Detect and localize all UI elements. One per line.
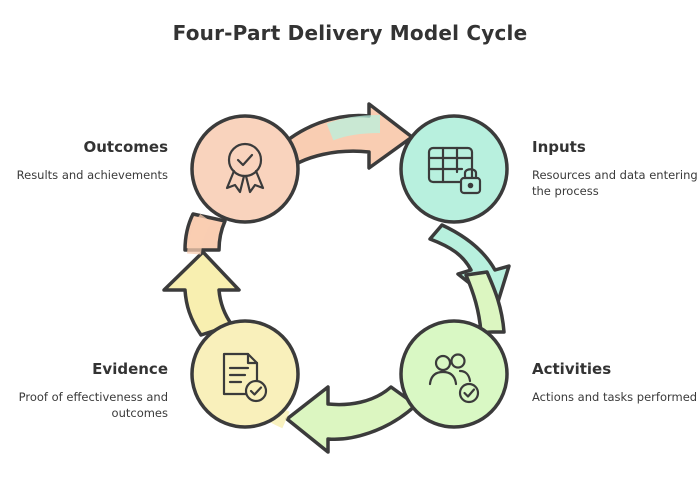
stage-description-evidence: Proof of effectiveness and outcomes xyxy=(18,390,168,420)
stage-title-inputs: Inputs xyxy=(532,138,586,156)
arrow-inputs-to-activities xyxy=(428,223,511,334)
table-lock-icon xyxy=(427,146,482,195)
stage-label-inputs: Inputs Resources and data entering the p… xyxy=(532,138,700,199)
stage-title-evidence: Evidence xyxy=(92,360,168,378)
stage-title-activities: Activities xyxy=(532,360,612,378)
arrow-evidence-to-outcomes xyxy=(162,212,241,337)
stage-label-activities: Activities Actions and tasks performed xyxy=(532,360,700,405)
arrow-outcomes-to-inputs xyxy=(266,102,414,176)
stage-node-outcomes xyxy=(190,114,300,224)
stage-label-outcomes: Outcomes Results and achievements xyxy=(0,138,168,183)
award-badge-icon xyxy=(225,142,265,194)
stage-description-activities: Actions and tasks performed xyxy=(532,390,698,404)
stage-label-evidence: Evidence Proof of effectiveness and outc… xyxy=(0,360,168,421)
stage-node-inputs xyxy=(399,114,509,224)
stage-description-outcomes: Results and achievements xyxy=(16,168,168,182)
stage-node-activities xyxy=(399,319,509,429)
document-check-icon xyxy=(222,352,268,403)
stage-node-evidence xyxy=(190,319,300,429)
users-check-icon xyxy=(428,353,480,404)
diagram-title: Four-Part Delivery Model Cycle xyxy=(172,21,528,45)
stage-title-outcomes: Outcomes xyxy=(83,138,168,156)
stage-description-inputs: Resources and data entering the process xyxy=(532,168,698,198)
